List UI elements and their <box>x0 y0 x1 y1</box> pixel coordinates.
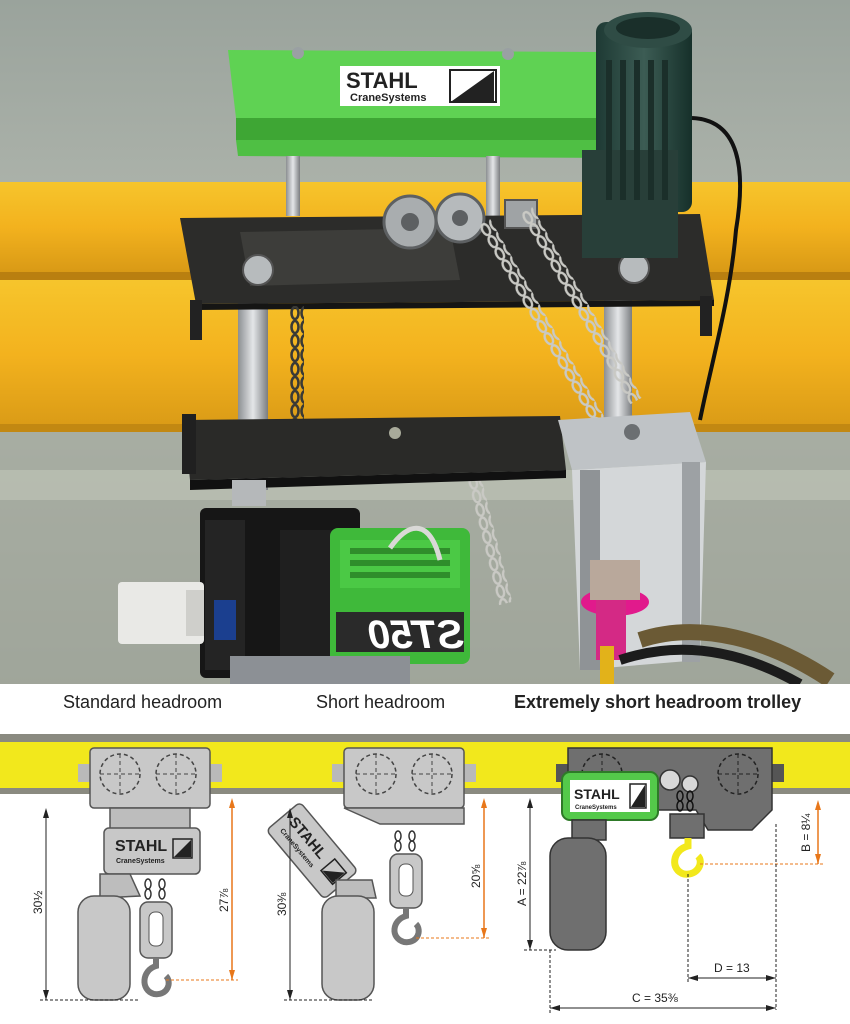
load-chain <box>460 446 513 606</box>
caption-standard-headroom: Standard headroom <box>63 692 223 712</box>
extremely-short-dim-a: A = 22⅞ <box>515 861 529 906</box>
headroom-comparison: Standard headroom Short headroom Extreme… <box>0 684 850 1024</box>
travel-motor <box>582 12 743 421</box>
extremely-short-dimensions: A = 22⅞ B = 8¼ D = 13 C = 35⅜ <box>515 798 824 1014</box>
trolley-plate <box>180 192 714 340</box>
load-chain <box>520 207 643 405</box>
extremely-short-dim-b: B = 8¼ <box>799 813 813 852</box>
short-dim-hook: 20⅝ <box>469 864 483 888</box>
green-cover: STAHL CraneSystems <box>228 47 622 158</box>
support-rod <box>486 156 500 216</box>
standard-hoist: STAHL CraneSystems <box>77 747 222 1001</box>
photo-logo-sub: CraneSystems <box>350 92 426 104</box>
extremely-short-logo-brand: STAHL <box>574 786 620 802</box>
lower-plate <box>182 414 566 506</box>
extremely-short-logo-sub: CraneSystems <box>575 805 617 811</box>
hoist-body: ST50 <box>118 508 470 684</box>
yellow-hook <box>671 838 704 878</box>
photo-logo-brand: STAHL <box>346 68 418 93</box>
short-hoist: STAHL CraneSystems <box>267 747 476 1001</box>
extremely-short-dim-c: C = 35⅜ <box>632 991 679 1005</box>
load-chain <box>478 218 606 426</box>
headroom-diagram: STAHL CraneSystems 30½ <box>0 734 850 1014</box>
short-dimensions: 30⅜ 20⅝ <box>275 798 490 1001</box>
hoist-photo: STAHL CraneSystems <box>0 0 850 684</box>
short-dim-overall: 30⅜ <box>275 892 289 916</box>
extremely-short-trolley: STAHL CraneSystems <box>549 747 784 951</box>
standard-dimensions: 30½ 27⅞ <box>31 798 238 1001</box>
standard-logo-brand: STAHL <box>115 838 167 855</box>
support-rod <box>286 156 300 216</box>
standard-logo-sub: CraneSystems <box>116 858 165 865</box>
load-chain <box>290 306 304 436</box>
photo-hoist-model: ST50 <box>368 613 464 657</box>
extremely-short-dim-d: D = 13 <box>714 961 750 975</box>
standard-dim-hook: 27⅞ <box>217 888 231 912</box>
lifting-slings <box>581 560 835 684</box>
standard-dim-overall: 30½ <box>31 891 45 914</box>
caption-extremely-short-headroom: Extremely short headroom trolley <box>514 692 802 712</box>
caption-short-headroom: Short headroom <box>316 692 446 712</box>
